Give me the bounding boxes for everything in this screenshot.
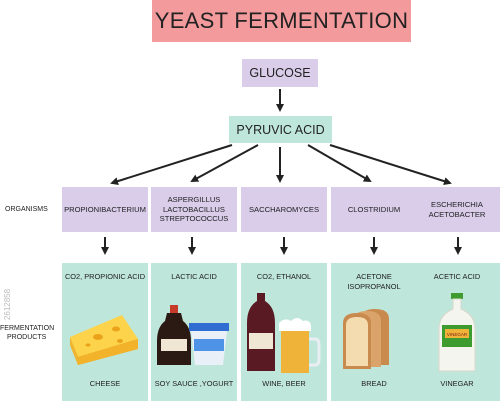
diagram-title: YEAST FERMENTATION (152, 0, 411, 42)
organism-box-2: ASPERGILLUS LACTOBACILLUS STREPTOCOCCUS (151, 187, 237, 232)
cheese-icon (70, 315, 138, 365)
organism-box-5: ESCHERICHIA ACETOBACTER (414, 187, 500, 232)
arrow-to-escherichia (329, 144, 452, 186)
product-box-5: ACETIC ACID VINEGAR VINEGAR (414, 263, 500, 401)
arrow-to-clostridium (307, 144, 372, 183)
organism-label: CLOSTRIDIUM (347, 204, 401, 214)
organism-box-4: CLOSTRIDIUM (331, 187, 417, 232)
product-label: CO2, ETHANOL (256, 272, 312, 281)
product-label: ACETONE ISOPROPANOL (347, 272, 401, 291)
watermark-id: 2612858 (3, 288, 13, 321)
organism-box-1: PROPIONIBACTERIUM (62, 187, 148, 232)
vinegar-bottle-label: VINEGAR (447, 332, 468, 337)
product-box-1: CO2, PROPIONIC ACID CHEESE (62, 263, 148, 401)
food-label: BREAD (361, 379, 387, 388)
product-box-3: CO2, ETHANOL WINE, BEER (241, 263, 327, 401)
vinegar-icon: VINEGAR (438, 293, 476, 372)
food-label: SOY SAUCE ,YOGURT (154, 379, 234, 388)
bread-icon (343, 309, 389, 369)
glucose-box: GLUCOSE (242, 59, 318, 87)
arrow-to-propionibacterium (110, 144, 233, 186)
food-label: WINE, BEER (262, 379, 306, 388)
products-row-label-line2: PRODUCTS (7, 334, 47, 341)
pyruvic-acid-box: PYRUVIC ACID (229, 116, 332, 143)
organism-label: ESCHERICHIA ACETOBACTER (428, 200, 486, 219)
organism-box-3: SACCHAROMYCES (241, 187, 327, 232)
product-box-2: LACTIC ACID SOY SAUCE ,YOGURT (151, 263, 237, 401)
wine-beer-icon (247, 293, 321, 373)
product-box-4: ACETONE ISOPROPANOL BREAD (331, 263, 417, 401)
arrow-to-aspergillus (190, 144, 259, 182)
organism-label: ASPERGILLUS LACTOBACILLUS STREPTOCOCCUS (159, 195, 229, 224)
organism-label: PROPIONIBACTERIUM (64, 204, 146, 214)
product-label: LACTIC ACID (171, 272, 217, 281)
product-label: CO2, PROPIONIC ACID (64, 272, 146, 281)
organism-label: SACCHAROMYCES (248, 204, 320, 214)
products-row-label-line1: FERMENTATION (0, 325, 55, 332)
food-label: CHEESE (89, 379, 121, 388)
soy-sauce-yogurt-icon (157, 305, 229, 365)
organisms-row-label: ORGANISMS (5, 206, 48, 213)
product-label: ACETIC ACID (433, 272, 481, 281)
food-label: VINEGAR (440, 379, 474, 388)
